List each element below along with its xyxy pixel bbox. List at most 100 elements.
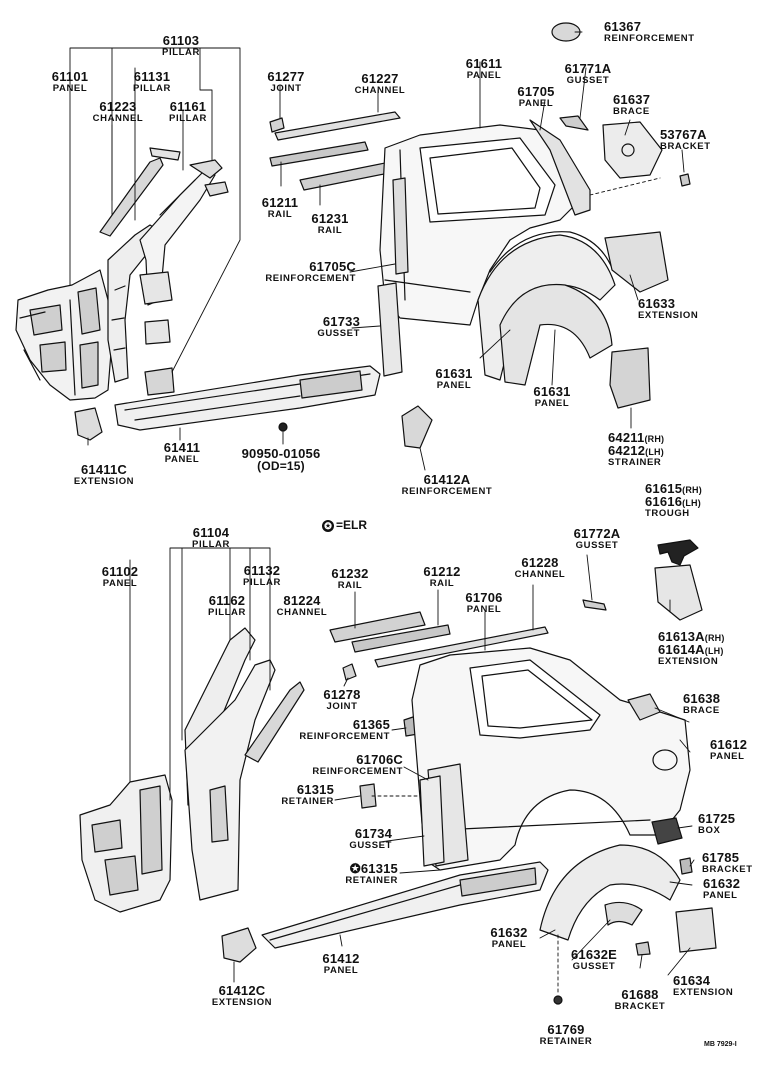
part-61633-extension xyxy=(604,231,669,293)
part-61411C-extension xyxy=(74,407,103,441)
part-61632E-gusset xyxy=(604,901,643,926)
part-61315-retainer xyxy=(359,783,377,809)
part-61211-rail xyxy=(269,141,369,167)
part-61772A-gusset xyxy=(582,599,607,611)
part-61615-trough xyxy=(657,539,699,566)
drawing-reference: MB 7929-I xyxy=(704,1041,737,1048)
part-61102-panel xyxy=(79,774,173,913)
part-61277-joint xyxy=(269,117,285,133)
part-61638-brace xyxy=(627,693,661,721)
elr-legend: ✪=ELR xyxy=(322,518,367,532)
part-61631-panel-inner xyxy=(499,283,613,386)
fuel-lid-outline xyxy=(652,749,678,771)
leader-lines-top xyxy=(69,31,685,471)
part-61232-rail xyxy=(329,611,426,643)
part-61634-extension xyxy=(675,907,717,953)
leader-lines-bottom xyxy=(129,547,695,983)
part-61632-panel xyxy=(539,844,681,941)
part-90950-plug xyxy=(278,422,288,432)
dashed-guides xyxy=(371,177,661,996)
label-90950: 90950-01056(OD=15) xyxy=(241,446,321,473)
label-61613A-61614A: 61613A(RH) 61614A(LH) EXTENSION xyxy=(658,629,725,667)
part-61688-bracket xyxy=(635,941,651,956)
part-64211-strainer xyxy=(609,347,651,409)
label-64211-64212: 64211(RH) 64212(LH) STRAINER xyxy=(608,430,665,468)
part-61725-box xyxy=(651,817,683,845)
part-61734-gusset xyxy=(419,775,445,867)
part-pillar-bracket-mid xyxy=(144,319,171,345)
part-61132-pillar xyxy=(184,659,276,901)
part-61785-bracket xyxy=(679,857,693,875)
part-61733-gusset xyxy=(377,282,403,377)
part-61131-pillar xyxy=(107,224,159,383)
part-channel-clip xyxy=(149,147,181,161)
part-61412A-reinforcement xyxy=(401,405,433,449)
part-61223-channel xyxy=(99,157,164,237)
part-61705-panel xyxy=(529,119,591,216)
part-61611-panel-body xyxy=(379,124,613,326)
part-61278-joint xyxy=(342,663,357,681)
part-53767A-bracket xyxy=(679,173,691,187)
part-81224-channel xyxy=(244,681,305,763)
part-61227-channel xyxy=(274,111,401,141)
part-61612-panel-body xyxy=(411,647,691,871)
part-pillar-bracket-upper xyxy=(139,271,173,305)
part-61705C-reinforcement xyxy=(392,177,409,275)
part-pillar-bracket-lower xyxy=(144,367,175,396)
part-61228-channel xyxy=(374,626,549,668)
part-61412-panel xyxy=(261,861,549,949)
part-61769-retainer xyxy=(553,995,563,1005)
part-61212-rail xyxy=(351,624,451,653)
label-61615-61616: 61615(RH) 61616(LH) TROUGH xyxy=(645,481,702,519)
part-61771A-gusset xyxy=(559,115,589,131)
